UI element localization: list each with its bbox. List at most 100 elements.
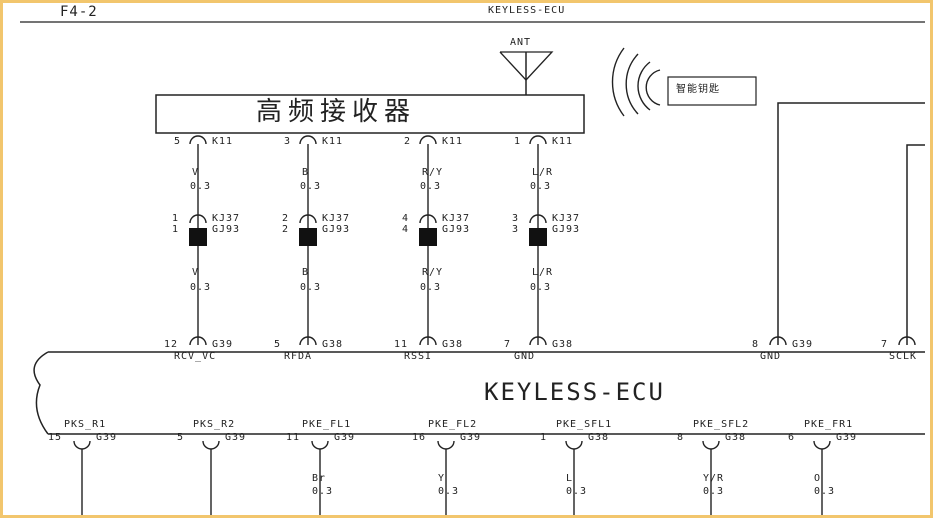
gj-pin-number: 4 bbox=[402, 224, 410, 235]
receiver-box bbox=[155, 94, 585, 134]
g-connector-pin bbox=[529, 336, 547, 346]
g-pin-number: 12 bbox=[164, 339, 179, 350]
bottom-signal-label: PKE_FR1 bbox=[804, 419, 854, 430]
kj-connector-pin bbox=[529, 214, 547, 224]
k-connector-pin bbox=[189, 135, 207, 145]
k-connector-id: K11 bbox=[442, 136, 464, 147]
kj-connector-id: KJ37 bbox=[552, 213, 581, 224]
bottom-connector-id: G38 bbox=[725, 432, 747, 443]
bottom-signal-label: PKE_SFL2 bbox=[693, 419, 750, 430]
bottom-pin-number: 8 bbox=[677, 432, 685, 443]
bottom-connector-pin bbox=[311, 440, 329, 450]
inline-connector-block bbox=[529, 228, 547, 246]
gj-pin-number: 3 bbox=[512, 224, 520, 235]
ecu-signal-label: RFDA bbox=[284, 351, 313, 362]
bottom-wire-color: Y/R bbox=[703, 473, 725, 484]
ecu-label: KEYLESS-ECU bbox=[484, 378, 665, 406]
antenna-label: ANT bbox=[510, 37, 532, 48]
bottom-connector-id: G38 bbox=[588, 432, 610, 443]
k-connector-pin bbox=[419, 135, 437, 145]
right-signal-label: GND bbox=[760, 351, 782, 362]
g-connector-id: G38 bbox=[322, 339, 344, 350]
g-pin-number: 5 bbox=[274, 339, 282, 350]
wire-size-top: 0.3 bbox=[420, 181, 442, 192]
bottom-pin-number: 15 bbox=[48, 432, 63, 443]
wire-size-bottom: 0.3 bbox=[300, 282, 322, 293]
right-pin-number: 7 bbox=[881, 339, 889, 350]
right-pin-number: 8 bbox=[752, 339, 760, 350]
right-gnd-wire bbox=[777, 102, 925, 345]
right-connector-pin bbox=[898, 336, 916, 346]
bottom-wire-size: 0.3 bbox=[566, 486, 588, 497]
ecu-signal-label: GND bbox=[514, 351, 536, 362]
wire-size-bottom: 0.3 bbox=[420, 282, 442, 293]
k-connector-id: K11 bbox=[322, 136, 344, 147]
bottom-connector-id: G39 bbox=[460, 432, 482, 443]
wire-size-bottom: 0.3 bbox=[530, 282, 552, 293]
gj-pin-number: 2 bbox=[282, 224, 290, 235]
radio-waves-icon bbox=[611, 47, 661, 117]
bottom-connector-pin bbox=[437, 440, 455, 450]
gj-pin-number: 1 bbox=[172, 224, 180, 235]
bottom-connector-pin bbox=[73, 440, 91, 450]
right-sclk-wire bbox=[906, 144, 925, 345]
wire-color-top: L/R bbox=[532, 167, 554, 178]
g-connector-pin bbox=[189, 336, 207, 346]
kj-connector-pin bbox=[189, 214, 207, 224]
k-pin-number: 2 bbox=[404, 136, 412, 147]
bottom-wire-size: 0.3 bbox=[312, 486, 334, 497]
bottom-wire-size: 0.3 bbox=[814, 486, 836, 497]
k-connector-pin bbox=[299, 135, 317, 145]
bottom-connector-pin bbox=[813, 440, 831, 450]
wire-color-top: B bbox=[302, 167, 310, 178]
right-connector-id: G39 bbox=[792, 339, 814, 350]
ecu-signal-label: RSSI bbox=[404, 351, 433, 362]
bottom-connector-id: G39 bbox=[836, 432, 858, 443]
k-connector-pin bbox=[529, 135, 547, 145]
wire-color-bottom: L/R bbox=[532, 267, 554, 278]
g-pin-number: 11 bbox=[394, 339, 409, 350]
bottom-connector-pin bbox=[202, 440, 220, 450]
wire-size-bottom: 0.3 bbox=[190, 282, 212, 293]
gj-connector-id: GJ93 bbox=[322, 224, 351, 235]
page-id: F4-2 bbox=[60, 4, 98, 20]
wire-color-bottom: V bbox=[192, 267, 200, 278]
kj-connector-pin bbox=[299, 214, 317, 224]
gj-connector-id: GJ93 bbox=[552, 224, 581, 235]
g-connector-id: G38 bbox=[552, 339, 574, 350]
kj-pin-number: 1 bbox=[172, 213, 180, 224]
bottom-signal-label: PKE_SFL1 bbox=[556, 419, 613, 430]
bottom-wire-color: Y bbox=[438, 473, 446, 484]
right-connector-pin bbox=[769, 336, 787, 346]
wire-size-top: 0.3 bbox=[300, 181, 322, 192]
kj-connector-id: KJ37 bbox=[322, 213, 351, 224]
right-signal-label: SCLK bbox=[889, 351, 918, 362]
inline-connector-block bbox=[299, 228, 317, 246]
bottom-connector-id: G39 bbox=[225, 432, 247, 443]
bottom-wire-color: L bbox=[566, 473, 574, 484]
bottom-wire-size: 0.3 bbox=[703, 486, 725, 497]
kj-connector-id: KJ37 bbox=[442, 213, 471, 224]
k-pin-number: 5 bbox=[174, 136, 182, 147]
inline-connector-block bbox=[189, 228, 207, 246]
antenna-symbol bbox=[499, 51, 554, 95]
bottom-connector-id: G39 bbox=[334, 432, 356, 443]
gj-connector-id: GJ93 bbox=[212, 224, 241, 235]
bottom-signal-label: PKE_FL1 bbox=[302, 419, 352, 430]
wire-color-top: V bbox=[192, 167, 200, 178]
bottom-pin-number: 16 bbox=[412, 432, 427, 443]
ecu-signal-label: RCV_VC bbox=[174, 351, 217, 362]
bottom-wire-color: O bbox=[814, 473, 822, 484]
kj-connector-id: KJ37 bbox=[212, 213, 241, 224]
bottom-signal-label: PKS_R1 bbox=[64, 419, 107, 430]
page-title: KEYLESS-ECU bbox=[488, 5, 566, 16]
kj-pin-number: 3 bbox=[512, 213, 520, 224]
bottom-wire-size: 0.3 bbox=[438, 486, 460, 497]
k-pin-number: 1 bbox=[514, 136, 522, 147]
bottom-pin-number: 11 bbox=[286, 432, 301, 443]
g-connector-id: G39 bbox=[212, 339, 234, 350]
bottom-connector-id: G39 bbox=[96, 432, 118, 443]
bottom-signal-label: PKS_R2 bbox=[193, 419, 236, 430]
